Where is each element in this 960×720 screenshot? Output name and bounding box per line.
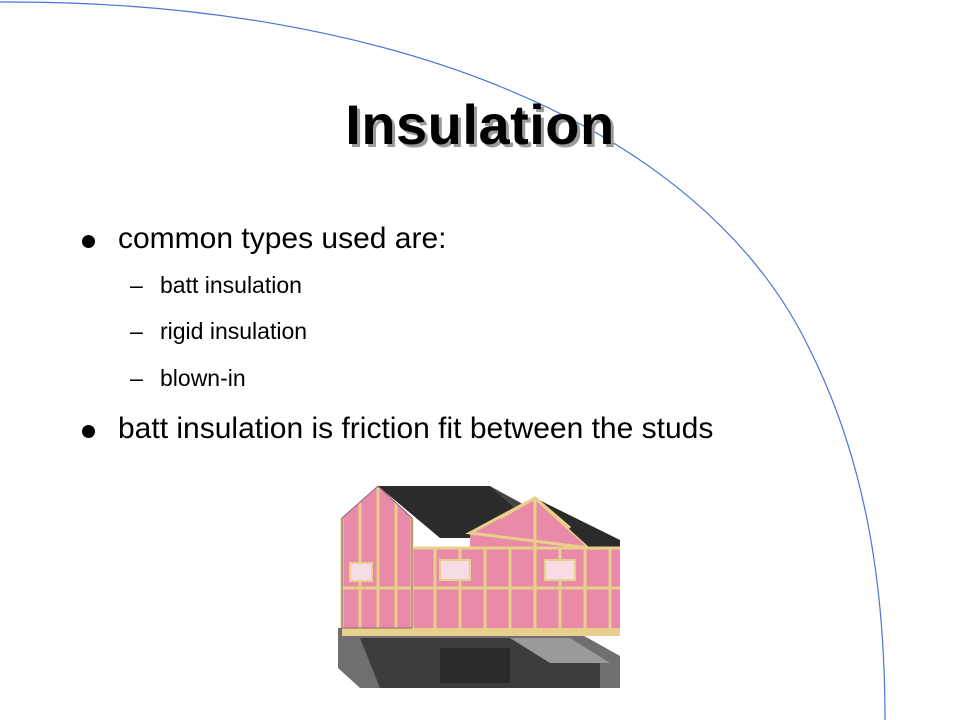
sub-item-dash: – [130,318,143,344]
bullet-text: batt insulation is friction fit between … [118,412,714,445]
slide-title: Insulation [345,93,615,156]
bullet-text: common types used are: [118,222,447,255]
house-cutaway-insulation-illustration [338,485,620,688]
sub-item-text: blown-in [160,365,246,391]
sub-item-dash: – [130,272,143,298]
sub-item-text: rigid insulation [160,318,308,344]
sub-item-dash: – [130,365,143,391]
bullet-dot-icon [82,425,95,438]
sub-item-text: batt insulation [160,272,302,298]
bullet-dot-icon [82,235,95,248]
